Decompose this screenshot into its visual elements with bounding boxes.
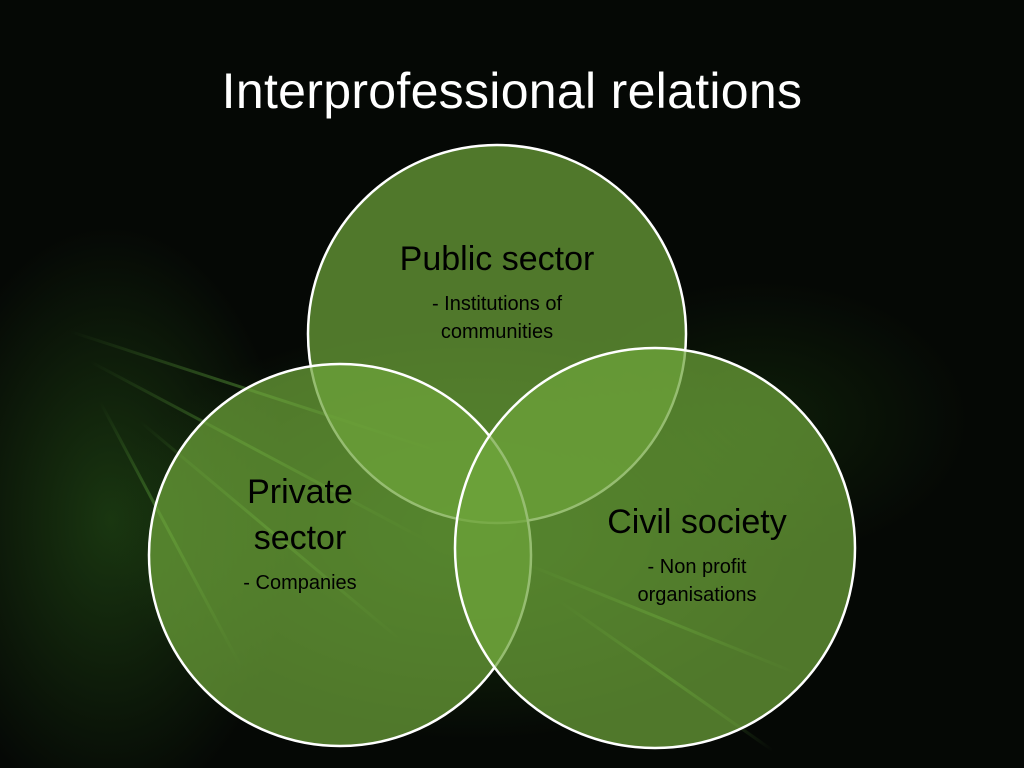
- public-sector-detail-line1: - Institutions of: [431, 293, 563, 315]
- public-sector-heading: Public sector: [399, 240, 595, 278]
- private-sector-heading-line1: Private: [247, 473, 353, 511]
- civil-society-circle: [453, 346, 857, 750]
- slide-title: Interprofessional relations: [221, 63, 803, 119]
- civil-society-detail-line2: organisations: [637, 584, 757, 606]
- civil-society-heading: Civil society: [607, 503, 787, 541]
- private-sector-heading-line2: sector: [253, 519, 347, 557]
- public-sector-detail-line2: communities: [440, 321, 554, 343]
- private-sector-label-group: Private sector - Companies: [200, 469, 400, 597]
- civil-society-label-group: Civil society - Non profit organisations: [557, 499, 837, 609]
- private-sector-detail: - Companies: [243, 572, 357, 594]
- civil-society-detail-line1: - Non profit: [647, 556, 747, 578]
- public-sector-label-group: Public sector - Institutions of communit…: [347, 236, 647, 346]
